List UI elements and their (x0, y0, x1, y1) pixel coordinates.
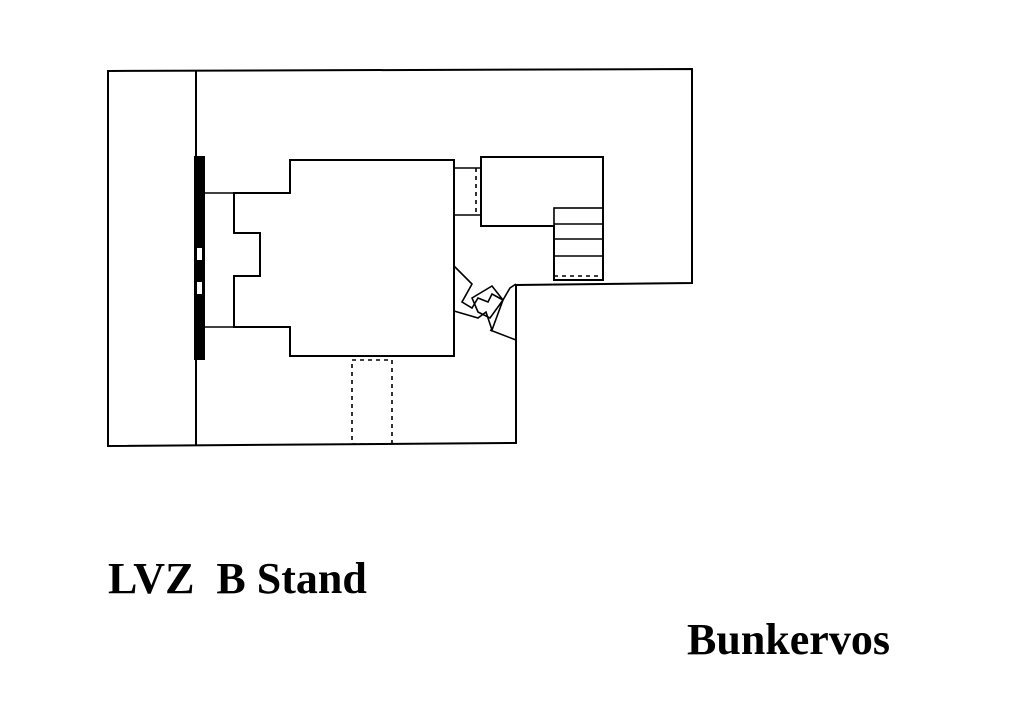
outer-perimeter (107, 67, 693, 448)
embrasure-wall (489, 329, 517, 341)
embrasure-block (470, 284, 505, 320)
drawing-title: LVZ B Stand (108, 554, 367, 603)
front-wall-opening-lower (197, 282, 202, 294)
drawing-author: Bunkervos (687, 615, 890, 664)
staircase (553, 207, 604, 281)
lower-entrance-passage (351, 359, 393, 445)
angled-embrasure-upper (453, 265, 504, 310)
upper-right-room (480, 156, 604, 281)
main-bunker-block (233, 159, 455, 357)
front-wall-opening-upper (197, 248, 202, 260)
